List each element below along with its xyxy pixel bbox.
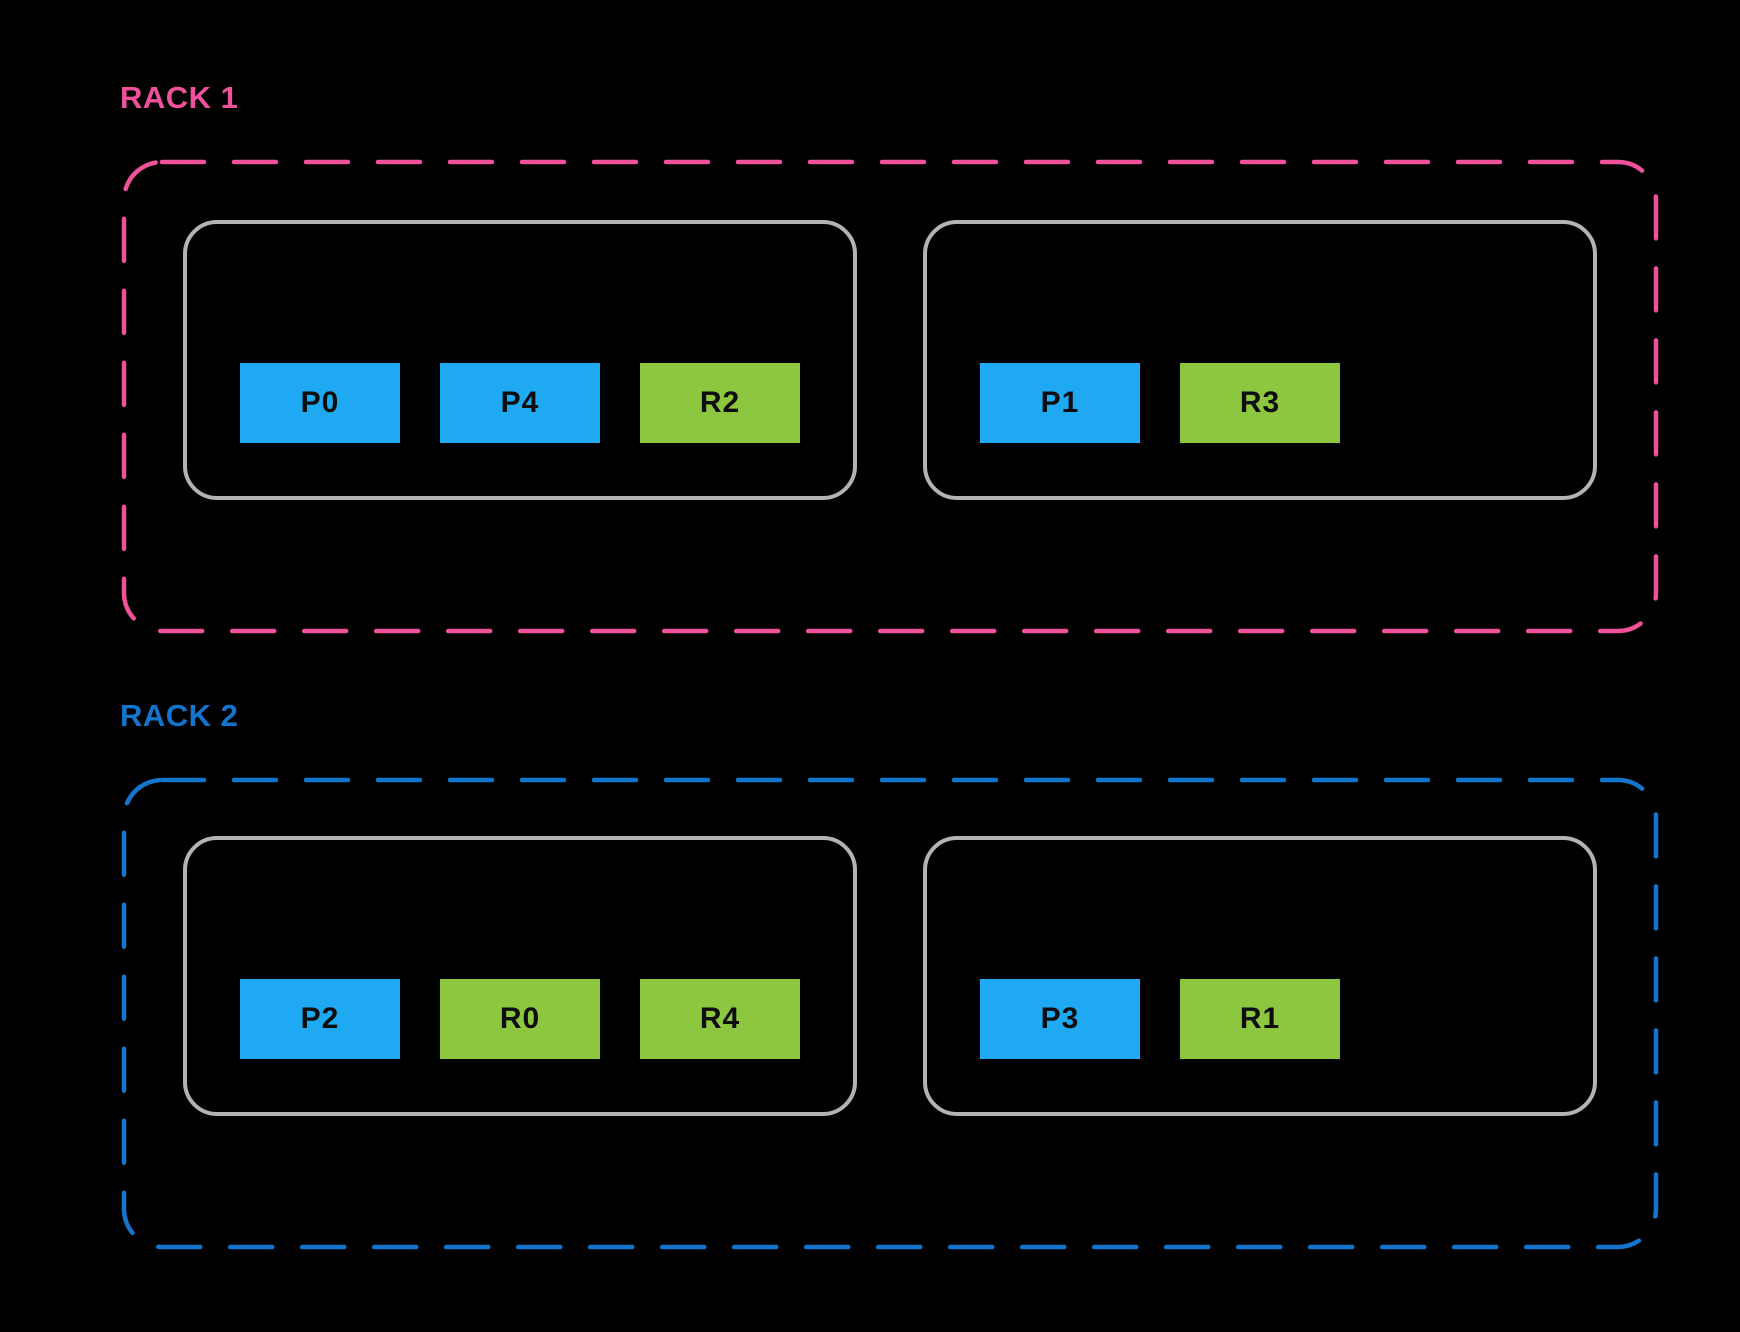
shard-p4: P4	[440, 363, 600, 443]
rack1-node-2: P1 R3	[923, 220, 1597, 500]
shard-p1: P1	[980, 363, 1140, 443]
shard-r3: R3	[1180, 363, 1340, 443]
shard-p3: P3	[980, 979, 1140, 1059]
rack1-node-1: P0 P4 R2	[183, 220, 857, 500]
shard-r4: R4	[640, 979, 800, 1059]
rack1-label: RACK 1	[120, 80, 239, 115]
rack2-boundary	[121, 777, 1659, 1250]
rack2-node-2: P3 R1	[923, 836, 1597, 1116]
rack2-label: RACK 2	[120, 698, 239, 733]
shard-r2: R2	[640, 363, 800, 443]
rack1-boundary	[121, 159, 1659, 634]
shard-p2: P2	[240, 979, 400, 1059]
shard-r0: R0	[440, 979, 600, 1059]
shard-r1: R1	[1180, 979, 1340, 1059]
rack2-node-1: P2 R0 R4	[183, 836, 857, 1116]
shard-p0: P0	[240, 363, 400, 443]
